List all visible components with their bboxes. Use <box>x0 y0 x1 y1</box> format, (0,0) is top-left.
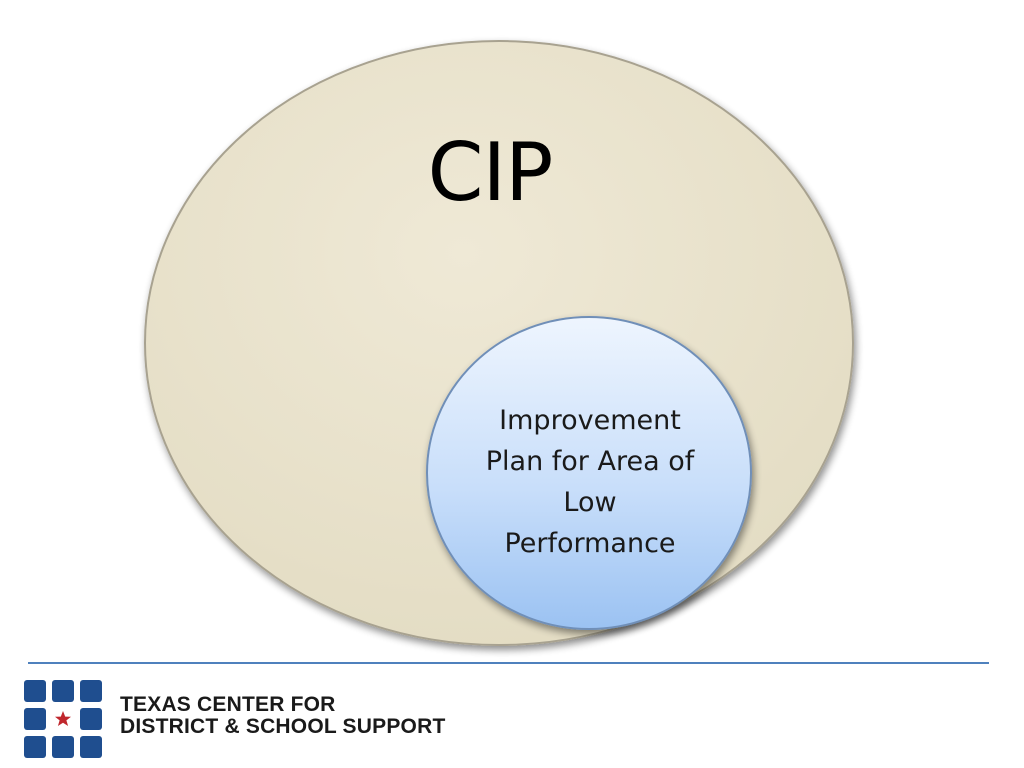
org-name: TEXAS CENTER FOR DISTRICT & SCHOOL SUPPO… <box>120 694 445 738</box>
inner-label-line: Low <box>563 487 617 518</box>
inner-label-line: Plan for Area of <box>485 446 695 477</box>
inner-label-line: Improvement <box>499 405 681 436</box>
org-name-line: DISTRICT & SCHOOL SUPPORT <box>120 715 446 738</box>
star-icon <box>55 711 71 726</box>
tcdss-logo-icon <box>24 680 102 758</box>
inner-circle-label: Improvement Plan for Area of Low Perform… <box>462 400 718 564</box>
footer-divider <box>28 662 989 664</box>
inner-circle <box>426 316 752 630</box>
org-name-line: TEXAS CENTER FOR <box>120 693 336 716</box>
inner-label-line: Performance <box>504 528 676 559</box>
outer-circle-label: CIP <box>427 126 554 219</box>
venn-diagram <box>144 40 854 646</box>
